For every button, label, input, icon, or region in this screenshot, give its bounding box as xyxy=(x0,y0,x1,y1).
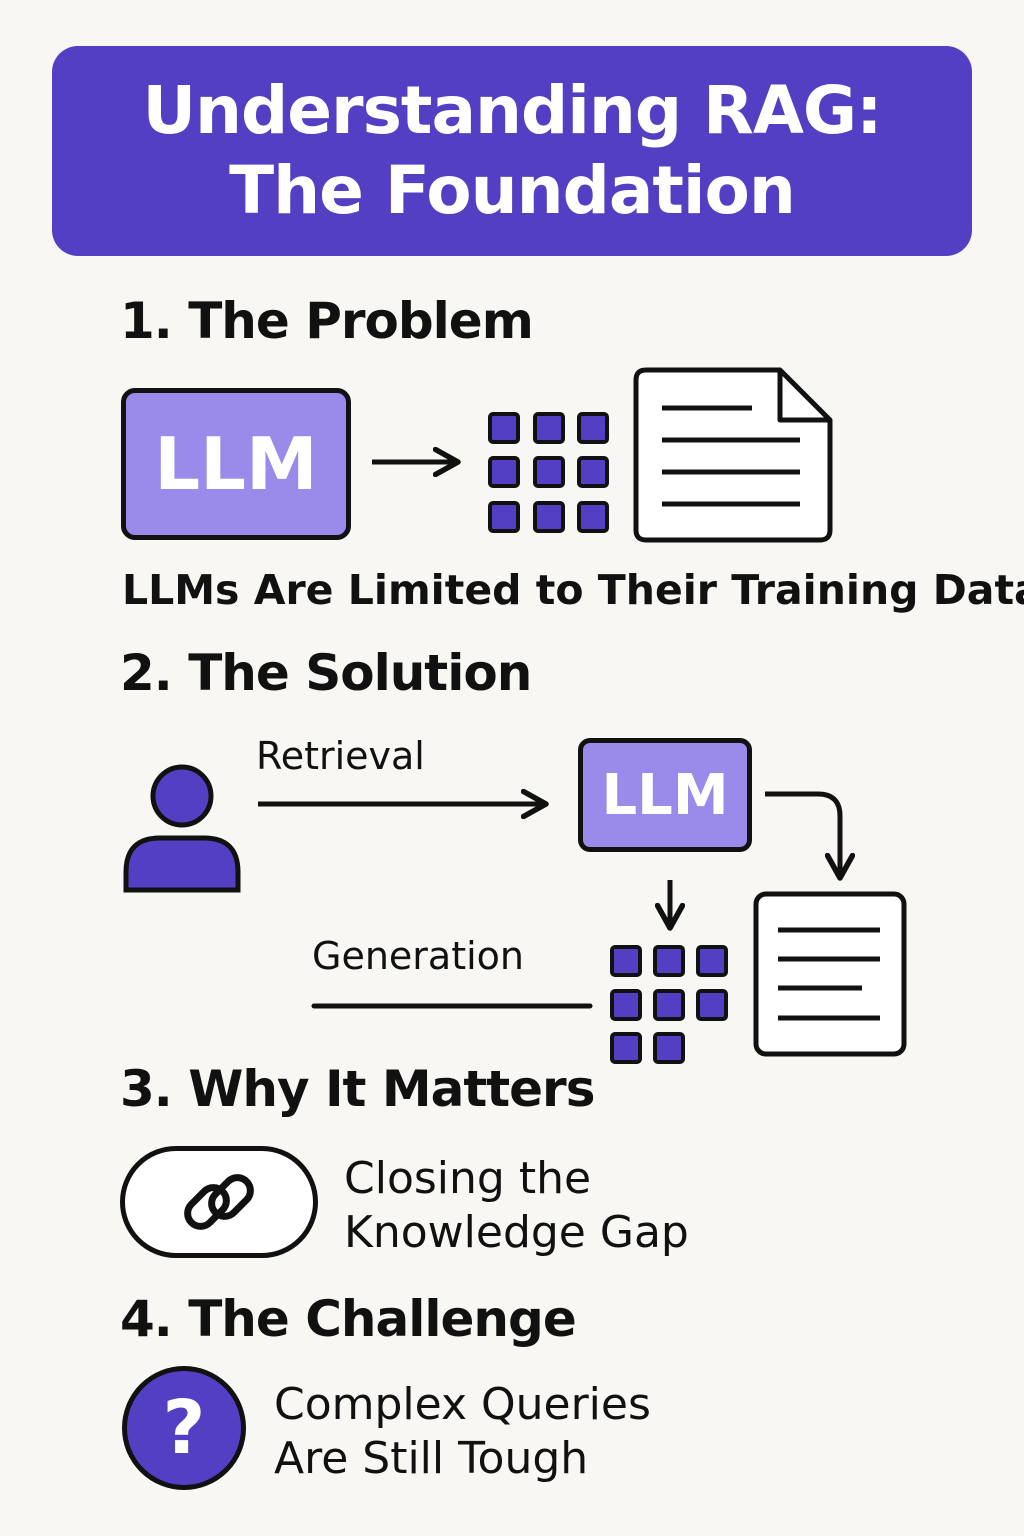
matters-caption-line-2: Knowledge Gap xyxy=(344,1207,689,1258)
matters-caption: Closing the Knowledge Gap xyxy=(344,1152,689,1260)
llm-to-document-arrow xyxy=(765,791,840,878)
section-3-heading: 3. Why It Matters xyxy=(120,1060,595,1118)
matters-caption-line-1: Closing the xyxy=(344,1153,592,1204)
document-icon-problem xyxy=(633,367,833,543)
question-icon: ? xyxy=(122,1366,246,1490)
challenge-caption-line-1: Complex Queries xyxy=(274,1379,651,1430)
link-icon xyxy=(184,1174,254,1230)
challenge-caption: Complex Queries Are Still Tough xyxy=(274,1378,651,1486)
data-grid-icon-problem xyxy=(488,412,609,533)
section-2-heading: 2. The Solution xyxy=(120,644,532,702)
link-badge xyxy=(120,1146,318,1258)
user-icon xyxy=(123,764,241,893)
data-grid-icon-solution xyxy=(610,945,728,1064)
title-line-2: The Foundation xyxy=(229,152,796,229)
generation-label: Generation xyxy=(312,934,524,978)
problem-caption: LLMs Are Limited to Their Training Data xyxy=(122,566,1024,614)
section-4-heading: 4. The Challenge xyxy=(120,1290,577,1348)
section-1-heading: 1. The Problem xyxy=(120,292,534,350)
title-line-1: Understanding RAG: xyxy=(142,72,882,149)
llm-box-solution: LLM xyxy=(578,738,752,852)
llm-box-problem: LLM xyxy=(121,388,351,540)
document-icon-solution xyxy=(753,891,907,1057)
challenge-caption-line-2: Are Still Tough xyxy=(274,1433,589,1484)
retrieval-label: Retrieval xyxy=(256,734,425,778)
title-banner: Understanding RAG: The Foundation xyxy=(52,46,972,256)
